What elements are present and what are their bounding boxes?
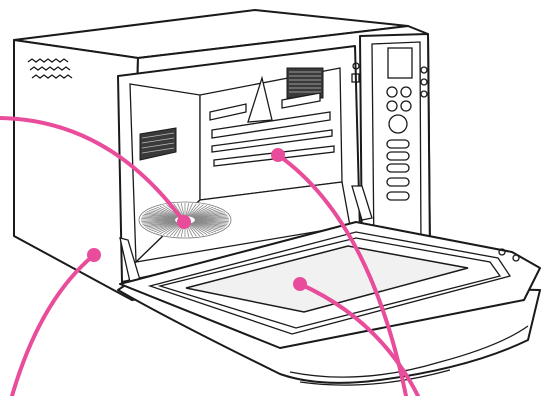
dial-knob [389, 115, 407, 133]
display-window [388, 48, 412, 78]
